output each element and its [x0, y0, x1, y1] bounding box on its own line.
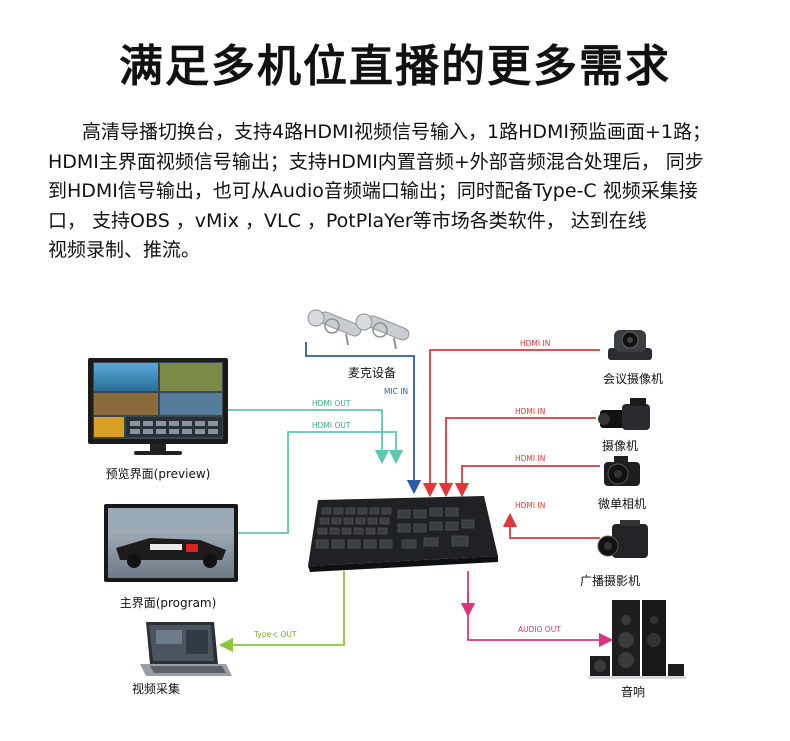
program-monitor	[104, 504, 238, 582]
mic-label: 麦克设备	[348, 366, 396, 380]
hdmi-out-label: HDMI OUT	[312, 421, 351, 430]
hdmi-out-line-2	[236, 431, 404, 534]
mic-in-line	[305, 342, 422, 495]
video-switcher	[308, 496, 498, 572]
program-label: 主界面(program)	[120, 596, 217, 610]
mic-in-label: MIC IN	[384, 387, 408, 396]
paragraph-line: 高清导播切换台，支持4路HDMI视频信号输入，1路HDMI预监画面+1路；	[82, 121, 712, 143]
conference-camera-icon	[608, 330, 652, 360]
typec-out-line	[218, 571, 345, 653]
hdmi-in-line-1	[422, 349, 600, 498]
preview-monitor	[88, 358, 228, 455]
hdmi-in-label: HDMI IN	[515, 407, 545, 416]
hdmi-out-label: HDMI OUT	[312, 399, 351, 408]
hdmi-in-line-2	[438, 417, 596, 498]
paragraph-line: 到HDMI信号输出，也可从Audio音频端口输出；同时配备Type-C 视频采集…	[48, 180, 698, 202]
description-paragraph: 高清导播切换台，支持4路HDMI视频信号输入，1路HDMI预监画面+1路； HD…	[48, 118, 748, 266]
capture-label: 视频采集	[132, 681, 180, 696]
hdmi-in-line-3	[454, 465, 600, 498]
typec-out-label: Type-c OUT	[253, 630, 297, 639]
hdmi-out-line-1	[226, 409, 390, 465]
hdmi-in-label: HDMI IN	[520, 339, 550, 348]
camcorder-label: 摄像机	[602, 438, 638, 453]
microphone-icon	[307, 309, 362, 346]
audio-out-label: AUDIO OUT	[518, 625, 561, 634]
mirrorless-label: 微单相机	[598, 497, 646, 511]
hdmi-in-label: HDMI IN	[515, 454, 545, 463]
paragraph-line: 视频录制、推流。	[48, 239, 201, 261]
conference-cam-label: 会议摄像机	[603, 371, 663, 386]
hdmi-in-line-4	[502, 512, 600, 539]
page-title: 满足多机位直播的更多需求	[119, 41, 671, 92]
broadcast-cam-label: 广播摄影机	[580, 573, 640, 588]
preview-label: 预览界面(preview)	[106, 466, 211, 481]
paragraph-line: 口， 支持OBS ，vMix ，VLC ，PotPlaYer等市场各类软件， 达…	[48, 209, 647, 232]
speaker-icon	[588, 600, 686, 679]
audio-label: 音响	[621, 684, 645, 699]
camcorder-icon	[598, 398, 650, 430]
paragraph-line: HDMI主界面视频信号输出；支持HDMI内置音频+外部音频混合处理后， 同步	[48, 150, 704, 173]
microphone-icon	[355, 313, 410, 350]
broadcast-camera-icon	[597, 520, 648, 558]
hdmi-in-label: HDMI IN	[515, 501, 545, 510]
mirrorless-camera-icon	[604, 456, 640, 486]
capture-laptop	[140, 622, 232, 676]
